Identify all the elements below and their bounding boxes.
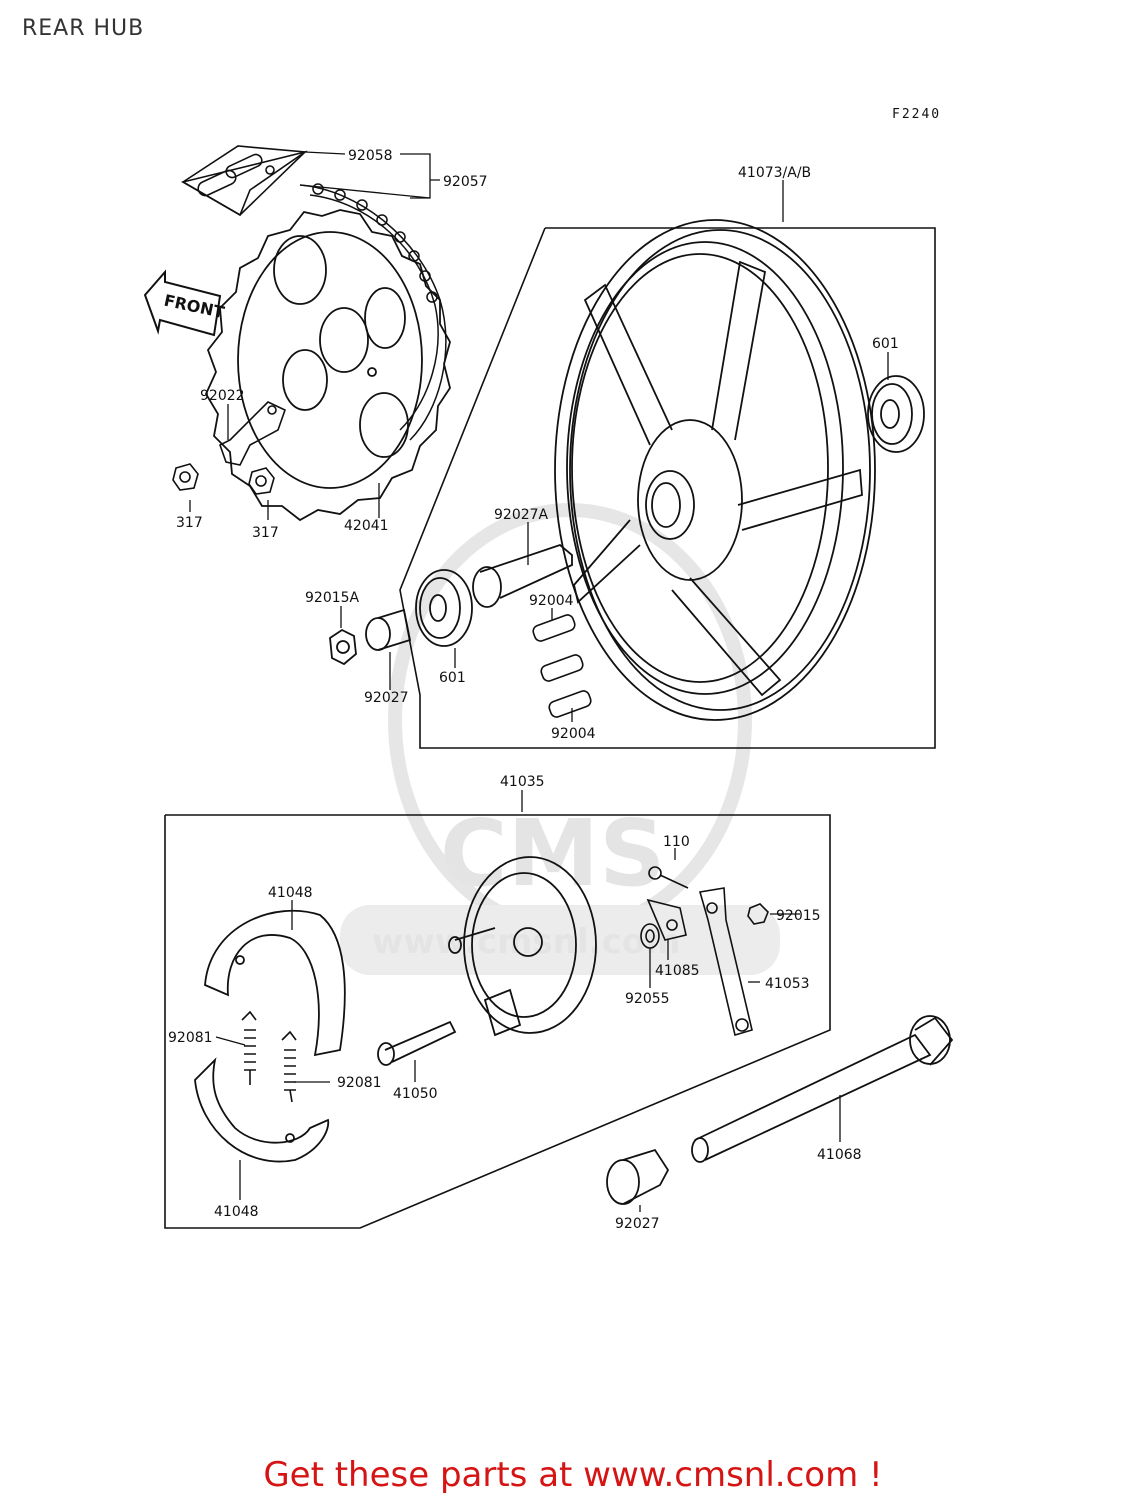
master-link-kit bbox=[180, 145, 308, 217]
part-41048-bottom: 41048 bbox=[214, 1204, 259, 1220]
watermark: CMS www.cmsnl.com bbox=[340, 503, 780, 975]
brake-springs bbox=[241, 1010, 297, 1103]
part-601-right: 601 bbox=[872, 336, 899, 352]
part-110: 110 bbox=[663, 834, 690, 850]
brake-cam bbox=[377, 1020, 457, 1066]
part-41068: 41068 bbox=[817, 1147, 862, 1163]
page-title: REAR HUB bbox=[22, 16, 145, 41]
watermark-logo-text: CMS bbox=[440, 800, 665, 907]
axle-collar-92027A bbox=[472, 543, 573, 608]
brake-lever bbox=[698, 887, 753, 1037]
part-92022: 92022 bbox=[200, 388, 245, 404]
part-41073: 41073/A/B bbox=[738, 165, 811, 181]
brake-shoe-lower bbox=[194, 1057, 330, 1163]
left-wheel-bearing bbox=[415, 569, 473, 647]
footer-link-banner[interactable]: Get these parts at www.cmsnl.com ! bbox=[263, 1455, 883, 1495]
part-92027A: 92027A bbox=[494, 507, 549, 523]
sprocket-nut-right bbox=[248, 467, 275, 495]
spacer-collar-upper bbox=[365, 608, 412, 651]
right-wheel-bearing bbox=[867, 375, 925, 453]
cam-bolt bbox=[648, 866, 689, 889]
part-92058: 92058 bbox=[348, 148, 393, 164]
figure-code: F2240 bbox=[892, 107, 941, 122]
rear-sprocket bbox=[204, 209, 451, 522]
rear-axle bbox=[691, 1015, 954, 1163]
part-317-left: 317 bbox=[176, 515, 203, 531]
front-direction-arrow: FRONT bbox=[143, 269, 226, 337]
part-92055: 92055 bbox=[625, 991, 670, 1007]
sprocket-nut-left bbox=[172, 463, 199, 491]
wheel-assembly-frame bbox=[399, 227, 936, 749]
brake-shoe-upper bbox=[204, 909, 346, 1057]
lever-nut bbox=[747, 903, 769, 925]
part-41050: 41050 bbox=[393, 1086, 438, 1102]
spacer-collar-lower bbox=[606, 1148, 670, 1205]
part-92027-upper: 92027 bbox=[364, 690, 409, 706]
wheel-dampers bbox=[532, 614, 592, 718]
axle-nut-92015A bbox=[329, 628, 357, 666]
part-92027-lower: 92027 bbox=[615, 1216, 660, 1232]
part-42041: 42041 bbox=[344, 518, 389, 534]
leader-lines bbox=[189, 151, 889, 1212]
part-92057: 92057 bbox=[443, 174, 488, 190]
wear-indicator bbox=[646, 898, 687, 941]
part-92004-top: 92004 bbox=[529, 593, 574, 609]
cast-wheel bbox=[554, 219, 876, 721]
brake-panel bbox=[448, 856, 597, 1037]
part-92015: 92015 bbox=[776, 908, 821, 924]
part-41035: 41035 bbox=[500, 774, 545, 790]
part-41053: 41053 bbox=[765, 976, 810, 992]
drive-chain bbox=[299, 183, 447, 441]
part-41085: 41085 bbox=[655, 963, 700, 979]
sprocket-stopper-plate bbox=[219, 401, 286, 466]
brake-assembly-frame bbox=[164, 814, 831, 1229]
part-92081-left: 92081 bbox=[168, 1030, 213, 1046]
part-41048-top: 41048 bbox=[268, 885, 313, 901]
part-317-right: 317 bbox=[252, 525, 279, 541]
part-601-left: 601 bbox=[439, 670, 466, 686]
part-92004-bottom: 92004 bbox=[551, 726, 596, 742]
part-92081-right: 92081 bbox=[337, 1075, 382, 1091]
part-92015A: 92015A bbox=[305, 590, 360, 606]
